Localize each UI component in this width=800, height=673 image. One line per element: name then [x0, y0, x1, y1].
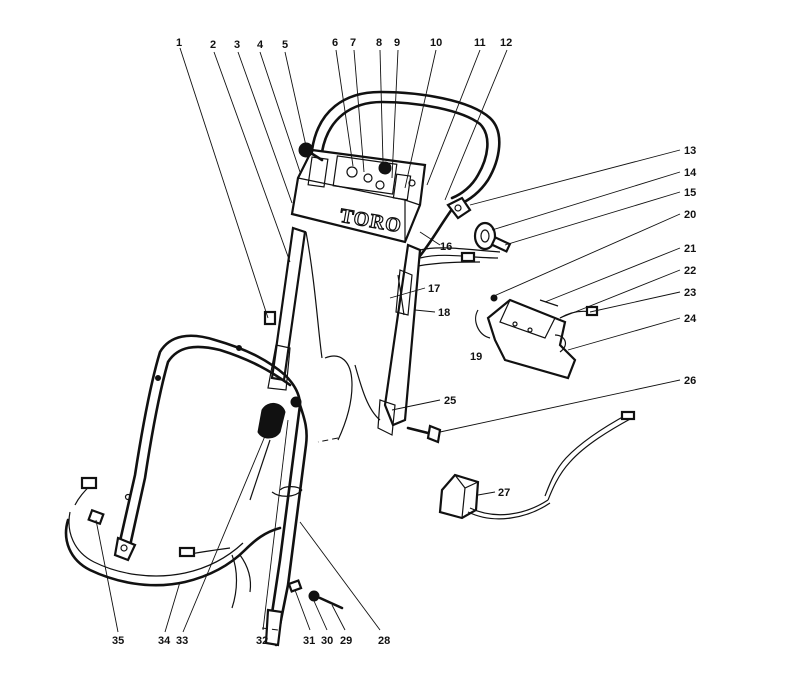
key-switch [473, 221, 512, 253]
callout-27: 27 [498, 487, 510, 499]
callout-25: 25 [444, 395, 456, 407]
leader-lines [95, 47, 681, 633]
callout-23: 23 [684, 287, 696, 299]
callout-26: 26 [684, 375, 696, 387]
callout-28: 28 [378, 635, 390, 647]
callout-1: 1 [176, 37, 182, 49]
battery-box [475, 294, 599, 380]
callout-18: 18 [438, 307, 450, 319]
callout-24: 24 [684, 313, 697, 325]
callout-22: 22 [684, 265, 696, 277]
callout-33: 33 [176, 635, 188, 647]
callout-17: 17 [428, 283, 440, 295]
lower-wire-harness [64, 476, 282, 631]
callout-31: 31 [303, 635, 315, 647]
callout-32: 32 [256, 635, 268, 647]
main-handle-tubes [263, 226, 422, 443]
control-console: TORO [290, 142, 427, 244]
lower-handle-loop [113, 334, 308, 647]
callout-4: 4 [257, 39, 264, 51]
bolt [406, 424, 442, 444]
callout-7: 7 [350, 37, 356, 49]
callout-8: 8 [376, 37, 382, 49]
callout-19: 19 [470, 351, 482, 363]
small-hardware [287, 579, 344, 610]
callout-14: 14 [684, 167, 697, 179]
callout-6: 6 [332, 37, 338, 49]
charger-cable [544, 410, 636, 501]
mounting-bracket [446, 196, 472, 220]
callout-21: 21 [684, 243, 696, 255]
callout-9: 9 [394, 37, 400, 49]
callout-34: 34 [158, 635, 171, 647]
battery-charger [438, 473, 551, 520]
callout-13: 13 [684, 145, 696, 157]
callout-numbers: 1 2 3 4 5 6 7 8 9 10 11 12 13 14 15 16 1… [112, 37, 697, 647]
callout-3: 3 [234, 39, 240, 51]
callout-10: 10 [430, 37, 442, 49]
callout-15: 15 [684, 187, 696, 199]
grip-knob [249, 396, 302, 501]
callout-12: 12 [500, 37, 512, 49]
callout-11: 11 [474, 37, 486, 49]
callout-35: 35 [112, 635, 124, 647]
callout-2: 2 [210, 39, 216, 51]
callout-16: 16 [440, 241, 452, 253]
callout-29: 29 [340, 635, 352, 647]
callout-20: 20 [684, 209, 696, 221]
callout-5: 5 [282, 39, 288, 51]
upper-wire-harness [417, 247, 501, 267]
callout-30: 30 [321, 635, 333, 647]
